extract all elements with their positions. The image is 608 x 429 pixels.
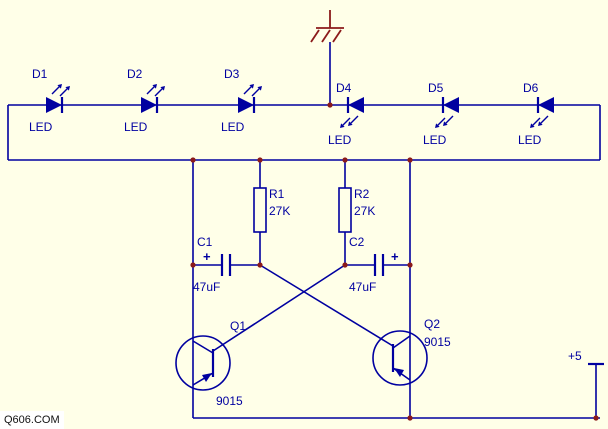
led-label: LED (328, 133, 352, 147)
junction-dot (190, 157, 196, 163)
junction-dot (342, 262, 348, 268)
transistor-value: 9015 (216, 394, 243, 408)
diode-triangle (141, 97, 157, 113)
polarity-plus-mark: + (391, 249, 399, 264)
led-label: LED (29, 120, 53, 134)
junction-dot (190, 262, 196, 268)
transistor-collector-lead (392, 335, 411, 349)
diode-triangle (443, 97, 459, 113)
transistor-circle (175, 335, 231, 391)
resistor-body (253, 187, 267, 233)
junction-dot (593, 415, 599, 421)
led-label: LED (124, 120, 148, 134)
junction-dot (407, 157, 413, 163)
pnp-emitter-arrow-icon (394, 368, 404, 377)
power-label: +5 (568, 349, 582, 363)
transistor-collector-lead (192, 340, 214, 354)
transistor-designator: Q1 (230, 319, 246, 333)
junction-dot (342, 157, 348, 163)
polarity-plus-mark: + (203, 249, 211, 264)
led-emission-arrow-icon (529, 117, 541, 129)
transistor-circle (372, 330, 428, 386)
cross-wire-to-q2-base (259, 264, 394, 347)
ground-hatch (310, 29, 320, 43)
junction-dot (327, 102, 333, 108)
transistor-q2: Q2 9015 (372, 317, 451, 386)
watermark: Q606.COM (0, 411, 64, 429)
diode-triangle (46, 97, 62, 113)
led-emission-arrow-icon (347, 115, 359, 127)
transistor-designator: Q2 (424, 317, 440, 331)
wires (7, 42, 601, 419)
led-emission-arrow-icon (339, 117, 351, 129)
capacitor-c2: + C2 47uF (349, 235, 399, 294)
junction-dots (190, 102, 599, 421)
resistor-r2: R2 27K (338, 187, 375, 233)
led-emission-arrow-icon (251, 85, 263, 97)
capacitor-value: 47uF (193, 280, 220, 294)
resistor-value: 27K (269, 204, 290, 218)
led-d5: D5 LED (423, 81, 459, 147)
led-d2: D2 LED (124, 67, 166, 134)
diode-triangle (238, 97, 254, 113)
junction-dot (407, 415, 413, 421)
diode-triangle (348, 97, 364, 113)
led-designator: D4 (336, 81, 352, 95)
earth-ground-icon (310, 10, 344, 43)
led-emission-arrow-icon (51, 83, 63, 95)
diode-triangle (538, 97, 554, 113)
junction-dot (257, 157, 263, 163)
led-d6: D6 LED (518, 81, 554, 147)
capacitor-designator: C1 (197, 235, 213, 249)
led-d1: D1 LED (29, 67, 71, 134)
resistor-designator: R1 (269, 187, 285, 201)
led-emission-arrow-icon (146, 83, 158, 95)
capacitor-value: 47uF (349, 280, 376, 294)
led-designator: D2 (127, 67, 143, 81)
led-emission-arrow-icon (243, 83, 255, 95)
resistor-value: 27K (354, 204, 375, 218)
junction-dot (407, 262, 413, 268)
cross-wire-to-q1-base (212, 264, 346, 352)
led-emission-arrow-icon (59, 85, 71, 97)
junction-dot (257, 262, 263, 268)
transistor-q1: Q1 9015 (175, 319, 246, 408)
led-emission-arrow-icon (537, 115, 549, 127)
led-label: LED (423, 133, 447, 147)
led-emission-arrow-icon (434, 117, 446, 129)
led-designator: D5 (428, 81, 444, 95)
pnp-emitter-arrow-icon (202, 373, 212, 382)
resistor-designator: R2 (354, 187, 370, 201)
resistor-body (338, 187, 352, 233)
ground-hatch (321, 29, 331, 43)
led-d4: D4 LED (328, 81, 364, 147)
resistor-r1: R1 27K (253, 187, 290, 233)
led-label: LED (221, 120, 245, 134)
led-emission-arrow-icon (442, 115, 454, 127)
power-port-5v: +5 (568, 349, 604, 418)
led-d3: D3 LED (221, 67, 263, 134)
capacitor-designator: C2 (349, 235, 365, 249)
led-emission-arrow-icon (154, 85, 166, 97)
led-label: LED (518, 133, 542, 147)
led-designator: D1 (32, 67, 48, 81)
capacitor-c1: + C1 47uF (193, 235, 232, 294)
led-designator: D3 (224, 67, 240, 81)
ground-hatch (332, 29, 342, 43)
led-designator: D6 (523, 81, 539, 95)
transistor-value: 9015 (424, 335, 451, 349)
